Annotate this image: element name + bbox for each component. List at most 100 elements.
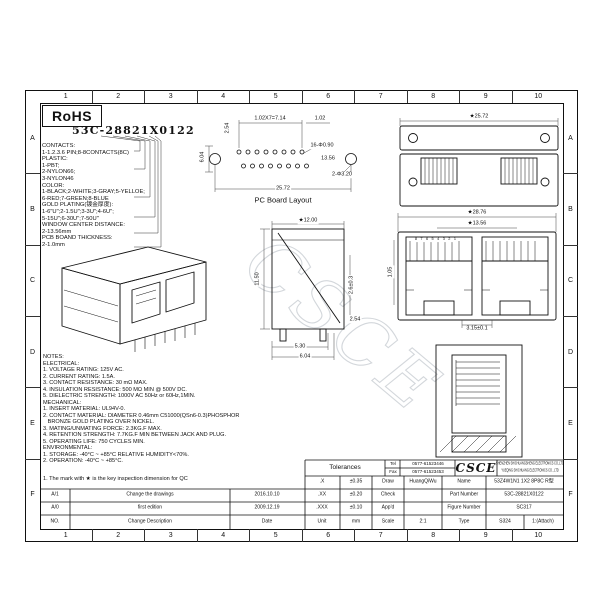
grid-col-label: 1 (40, 90, 93, 103)
note-line: 2. CONTACT MATERIAL: DIAMETER 0.46mm C51… (43, 412, 240, 419)
note-line: ELECTRICAL: (43, 360, 80, 367)
grid-col-label: 7 (355, 90, 408, 103)
company-logo: CSCE (455, 461, 497, 475)
company-name-line1: SHENZHEN SHICHUANGSHENG ELECTRONICS CO.,… (496, 460, 564, 466)
rev1-desc: Change the drawings (126, 491, 174, 498)
scale-label: Scale (381, 518, 395, 525)
note-line: 5. OPERATING LIFE: 750 CYCLES MIN. (43, 438, 145, 445)
grid-col-label: 9 (460, 529, 513, 542)
dim-pcb-604: 6.04 (199, 150, 206, 164)
legend-line: 5-15U";6-30U";7-50U" (42, 215, 99, 222)
grid-row-label: D (25, 317, 40, 389)
note-line: 4. INSULATION RESISTANCE: 500 MΩ MIN @ 5… (43, 386, 187, 393)
grid-col-label: 4 (198, 529, 250, 542)
dim-side-604: 6.04 (298, 353, 312, 360)
grid-row-label: F (30, 491, 35, 499)
draw-label: Draw (382, 478, 394, 485)
grid-col-label: 6 (303, 90, 355, 103)
note-line: 3. CONTACT RESISTANCE: 30 mΩ MAX. (43, 380, 148, 386)
grid-col-label: 5 (250, 529, 303, 542)
dim-front-315: 3.15±0.1 (465, 325, 489, 332)
fax-label: Fax (389, 468, 397, 474)
tol-x-label: .X (319, 478, 325, 485)
legend-line: 6-RED;7-GREEN;8-BLUE (42, 195, 109, 202)
dim-pcb-2572: 25.72 (275, 185, 291, 192)
grid-row-label: C (563, 246, 578, 317)
draw-person: HuangQiWu (409, 478, 437, 485)
rev-header-desc: Change Description (128, 518, 172, 525)
dim-pcb-254: 2.54 (224, 121, 231, 135)
appd-label: App'd (381, 504, 395, 511)
pcb-layout-caption: PC Board Layout (254, 195, 312, 205)
company-name-line2: YUEQING SHICHUANG ELECTRONICS CO., LTD (501, 467, 559, 473)
grid-row-label: B (563, 174, 578, 246)
tol-xx-label: .XX (317, 491, 327, 498)
tol-xxx-label: .XXX (316, 504, 328, 511)
dim-pcb-holes: 16-Φ0.90 (309, 142, 335, 149)
note-line: BRONZE GOLD PLATING OVER NICKEL. (43, 419, 155, 425)
note-line: 3. MATING/UNMATING FORCE: 2.3KG.F MAX. (43, 425, 162, 432)
grid-col-label: 7 (355, 529, 408, 542)
legend-line: 1-6"U";2-1.5U";3-3U";4-6U"; (42, 208, 114, 215)
grid-col-label: 8 (408, 529, 460, 542)
name-value: 53Z4W1N1 1X2 8P8C R型 (494, 478, 554, 485)
part-number-label: Part Number (449, 491, 479, 498)
notes-block: NOTES:ELECTRICAL:1. VOLTAGE RATING: 125V… (43, 354, 239, 465)
grid-col-label: 5 (250, 90, 303, 103)
part-number-legend: CONTACTS:1-1.2.3.6 PIN;8-8CONTACTS(8C)PL… (42, 143, 145, 249)
part-number: 53C-28821X0122 (72, 124, 195, 137)
grid-col-label: 6 (303, 529, 355, 542)
unit-label: Unit (317, 518, 327, 525)
rev1-date: 2016.10.10 (254, 491, 280, 498)
legend-line: 1-PBT; (42, 162, 60, 169)
dim-side-1150: 11.50 (254, 271, 261, 287)
legend-line: PCB BOAND THICKNESS: (42, 235, 113, 242)
note-line: 1. VOLTAGE RATING: 125V AC. (43, 367, 124, 373)
type-label: Type (458, 518, 470, 525)
tel-label: Tel (390, 460, 396, 466)
grid-col-label: 8 (408, 90, 460, 103)
rohs-mark: RoHS (42, 105, 102, 127)
dim-pcb-102: 1.02 (313, 115, 327, 122)
grid-col-label: 3 (145, 529, 198, 542)
note-line: MECHANICAL: (43, 399, 82, 406)
legend-line: GOLD PLATING(镀金厚度): (42, 202, 114, 209)
rev1-no: A/1 (51, 491, 59, 498)
rohs-label: RoHS (51, 108, 93, 124)
rev-header-no: NO. (50, 518, 60, 525)
note-line: 5. DIELECTRIC STRENGTH: 1000V AC 50Hz or… (43, 393, 196, 399)
legend-line: PLASTIC: (42, 156, 68, 163)
note-line: ENVIRONMENTAL: (43, 445, 93, 451)
grid-col-label: 2 (93, 529, 145, 542)
pin-numbers: 8 7 6 5 4 3 2 1 (414, 237, 458, 242)
tel-value: 0577-61523446 (412, 460, 444, 466)
dim-side-254: 2.54 (348, 316, 362, 323)
dim-front-1356: ★13.56 (466, 220, 488, 227)
grid-col-label: 10 (534, 532, 543, 539)
qc-inspection-note: 1. The mark with ★ is the key inspection… (43, 476, 188, 482)
tol-x-value: ±0.35 (349, 478, 363, 485)
grid-col-label: 1 (40, 529, 93, 542)
legend-line: 2-13.56mm (42, 228, 72, 235)
note-line: 1. INSERT MATERIAL: UL94V-0. (43, 406, 126, 412)
grid-col-label: 10 (534, 93, 543, 100)
legend-line: CONTACTS: (42, 143, 76, 149)
dim-side-1200: ★12.00 (297, 217, 319, 224)
tol-xxx-value: ±0.10 (349, 504, 363, 511)
dim-pcb-pitch: 1.02X7=7.14 (253, 115, 287, 122)
legend-line: 1-BLACK;2-WHITE;3-GRAY;5-YELLOE; (42, 189, 145, 196)
tol-xx-value: ±0.20 (349, 491, 363, 498)
dim-side-26: 2.6±0.3 (348, 274, 355, 296)
grid-row-label: F (568, 491, 573, 499)
dim-pcb-bighole: 2-Φ3.20 (331, 171, 353, 178)
note-line: 2. OPERATION: -40°C ~ +85°C. (43, 458, 123, 464)
grid-row-label: C (25, 246, 40, 317)
dim-pcb-1356: 13.56 (320, 155, 336, 162)
grid-row-label: E (25, 388, 40, 460)
grid-row-label: E (563, 388, 578, 460)
